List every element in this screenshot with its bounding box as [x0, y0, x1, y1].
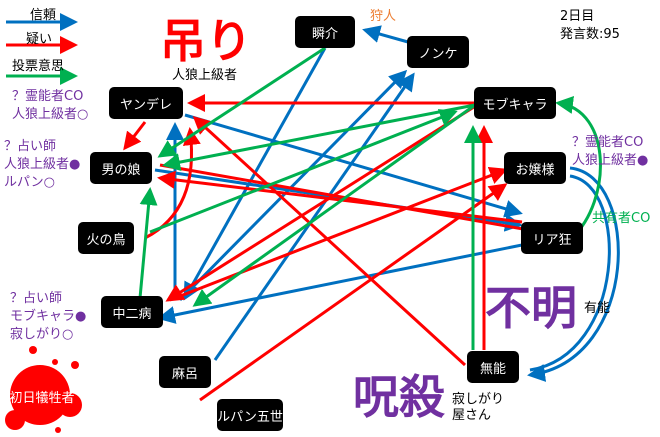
node-lupin[interactable]: ルパン五世 — [217, 399, 283, 431]
legend-doubt-label: 疑い — [26, 32, 53, 47]
node-mobchara[interactable]: モブキャラ — [474, 87, 556, 119]
unknown-label: 不明 — [485, 281, 577, 335]
edge-vote — [162, 103, 476, 171]
edge-trust — [362, 25, 409, 44]
cursed-role-1: 寂しがり — [452, 392, 505, 407]
note-line: 人狼上級者○ — [12, 107, 89, 122]
node-victim[interactable]: 初日犠牲者 — [9, 390, 75, 406]
node-chuunibyou[interactable]: 中二病 — [101, 296, 163, 328]
cursed-role-2: 屋さん — [452, 408, 492, 423]
edge-doubt — [192, 115, 467, 367]
node-ojousama[interactable]: お嬢様 — [504, 152, 566, 184]
note-line: モブキャラ● — [10, 309, 87, 324]
node-shunsuke[interactable]: 瞬介 — [295, 16, 355, 48]
otokonoko-note: ？占い師人狼上級者● ルパン○ — [4, 138, 80, 192]
post-count: 発言数:95 — [560, 27, 620, 42]
node-maro[interactable]: 麻呂 — [159, 356, 211, 388]
edge-trust — [527, 166, 620, 382]
cursed-role: 寂しがり屋さん — [452, 392, 504, 424]
chuuni-note: ？占い師モブキャラ● 寂しがり○ — [10, 290, 86, 344]
note-line: 人狼上級者● — [572, 153, 649, 168]
edge-vote — [149, 109, 458, 234]
sharer-note: 共有者CO — [592, 211, 651, 226]
edge-trust — [529, 174, 611, 372]
edge-vote — [192, 103, 476, 307]
note-line: ルパン○ — [4, 175, 55, 190]
day-label: 2日目 — [560, 9, 595, 24]
edge-doubt — [123, 121, 147, 151]
cursed-label: 呪殺 — [353, 370, 445, 424]
ojousama-note: ？霊能者CO 人狼上級者● — [572, 134, 648, 170]
hunter-note: 狩人 — [370, 9, 397, 24]
edge-doubt — [144, 127, 201, 240]
blood-splatter-icon — [5, 346, 82, 433]
edge-vote — [138, 187, 158, 299]
edge-doubt — [165, 98, 486, 302]
node-yandere[interactable]: ヤンデレ — [109, 87, 183, 119]
node-riakyou[interactable]: リア狂 — [521, 222, 583, 254]
legend-trust-label: 信頼 — [30, 8, 57, 23]
edge-doubt — [199, 183, 508, 402]
note-line: ？占い師 — [10, 291, 63, 306]
note-line: ？霊能者CO — [572, 135, 644, 150]
hanged-role: 人狼上級者 — [172, 68, 238, 83]
edge-trust — [184, 113, 523, 218]
unknown-role: 有能 — [584, 301, 611, 316]
note-line: ？占い師 — [4, 139, 57, 154]
note-line: 寂しがり○ — [10, 327, 74, 342]
node-otokonoko[interactable]: 男の娘 — [90, 152, 152, 184]
yandere-note: ？霊能者CO 人狼上級者○ — [12, 88, 88, 124]
note-line: ？霊能者CO — [12, 89, 84, 104]
node-munou[interactable]: 無能 — [467, 351, 519, 383]
hanged-label: 吊り — [160, 14, 252, 68]
edge-vote — [157, 46, 326, 158]
edge-vote — [555, 96, 602, 240]
edge-trust — [157, 243, 523, 324]
node-hinotori[interactable]: 火の鳥 — [78, 222, 134, 254]
edge-trust — [178, 69, 408, 302]
node-nonke[interactable]: ノンケ — [407, 36, 469, 68]
edge-doubt — [169, 167, 508, 302]
edge-doubt — [159, 163, 541, 234]
legend-vote-label: 投票意思 — [12, 59, 65, 74]
note-line: 人狼上級者● — [4, 157, 81, 172]
